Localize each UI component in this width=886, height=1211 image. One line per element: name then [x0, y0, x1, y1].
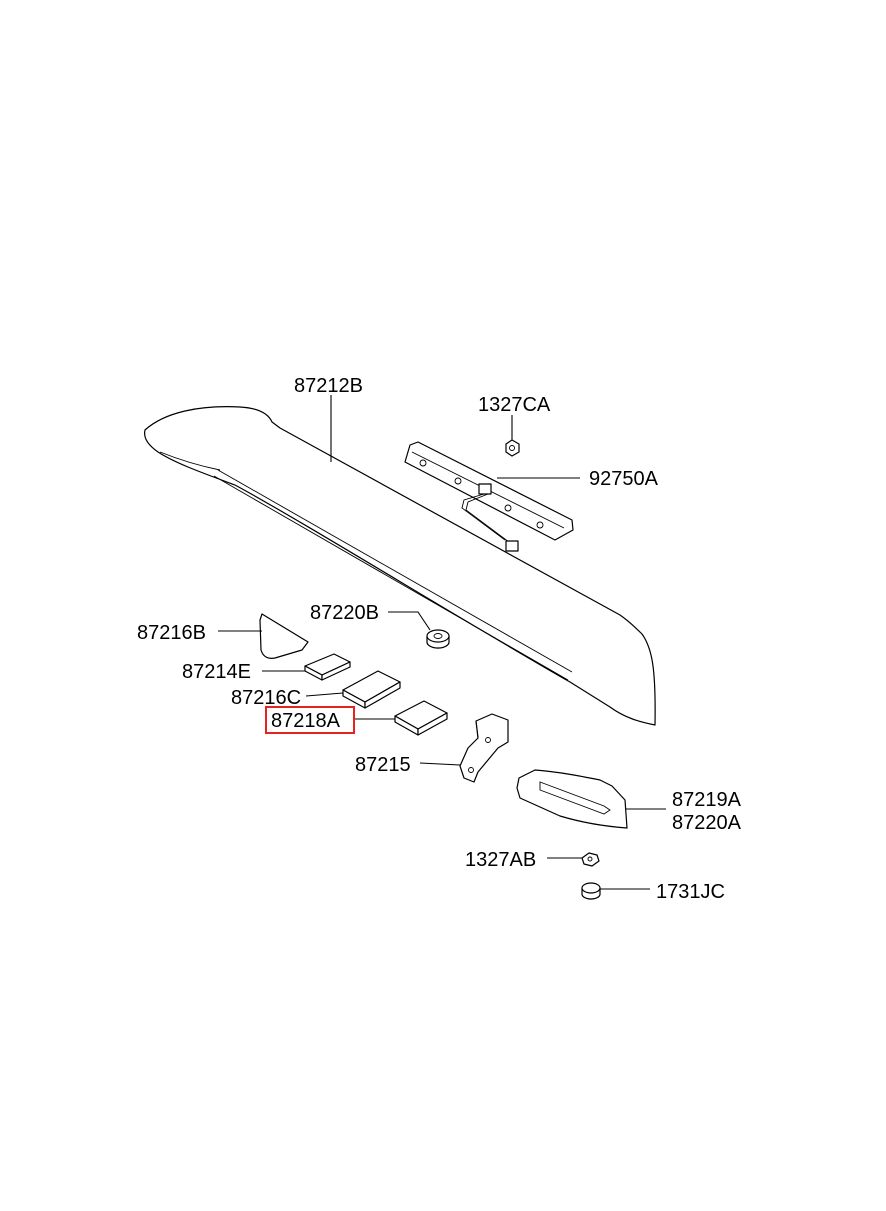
label-grommet[interactable]: 1731JC	[656, 881, 725, 903]
nut-bottom-part[interactable]	[581, 852, 600, 867]
stop-lamp-part[interactable]	[404, 441, 574, 552]
leader-lines	[218, 395, 666, 890]
label-pad-c[interactable]: 87216C	[231, 687, 301, 709]
label-nut-top[interactable]: 1327CA	[478, 394, 551, 416]
label-pad-b[interactable]: 87220B	[310, 602, 379, 624]
label-cover-a[interactable]: 87219A	[672, 789, 742, 811]
cover-part[interactable]	[516, 769, 628, 829]
nut-top-part[interactable]	[505, 439, 520, 457]
highlight-box	[265, 706, 355, 734]
label-bracket[interactable]: 87215	[355, 754, 411, 776]
triangle-pad-part[interactable]	[259, 613, 309, 659]
label-cover-b[interactable]: 87220A	[672, 812, 742, 834]
pad-c-part[interactable]	[342, 670, 401, 709]
label-spoiler[interactable]: 87212B	[294, 375, 363, 397]
label-nut-bottom[interactable]: 1327AB	[465, 849, 536, 871]
pad-e-part[interactable]	[304, 653, 351, 681]
label-pad-a[interactable]: 87218A	[271, 710, 341, 732]
label-triangle-pad[interactable]: 87216B	[137, 622, 206, 644]
spoiler-part[interactable]	[143, 406, 656, 726]
pad-b-part[interactable]	[426, 629, 450, 649]
grommet-part[interactable]	[581, 882, 601, 900]
label-pad-e[interactable]: 87214E	[182, 661, 251, 683]
label-stop-lamp[interactable]: 92750A	[589, 468, 659, 490]
bracket-part[interactable]	[459, 713, 509, 783]
pad-a-part[interactable]	[394, 700, 448, 736]
